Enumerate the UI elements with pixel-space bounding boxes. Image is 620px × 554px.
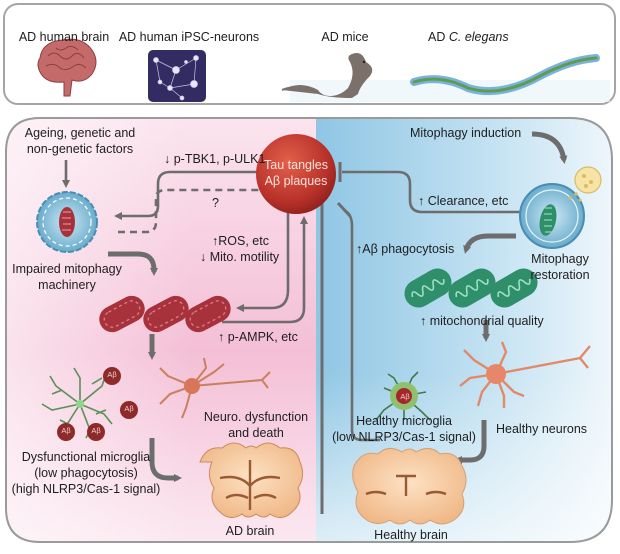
- healthy-neuron-icon: [459, 341, 591, 408]
- impaired-mitophagy-line2: machinery: [38, 278, 96, 292]
- model-label-mice: AD mice: [321, 30, 369, 44]
- healthy-neurons-label: Healthy neurons: [496, 422, 588, 436]
- model-label-human-brain: AD human brain: [18, 30, 110, 44]
- dysfunctional-microglia-line3: (high NLRP3/Cas-1 signal): [11, 482, 161, 496]
- dysfunctional-microglia-line2: (low phagocytosis): [34, 466, 138, 480]
- main-panel-border: [5, 117, 613, 543]
- ad-brain-icon: [199, 442, 304, 518]
- human-brain-icon: [37, 38, 97, 97]
- ad-brain-label: AD brain: [225, 524, 275, 538]
- healthy-arrows: [336, 131, 568, 464]
- healthy-microglia-icon: [375, 371, 431, 421]
- impaired-mitophagy-cell-icon: [36, 191, 98, 253]
- abeta-label: Aβ: [400, 392, 410, 401]
- healthy-brain-icon: [352, 448, 467, 525]
- ampk-label: ↑ p-AMPK, etc: [218, 330, 298, 344]
- ad-arrows: [62, 160, 308, 482]
- cause-line2: non-genetic factors: [26, 142, 134, 156]
- abeta-label: Aβ: [91, 426, 101, 435]
- model-label-c-elegans-prefix: AD: [428, 30, 449, 44]
- tau-tangles-label: Tau tangles: [264, 158, 328, 172]
- abeta-label: Aβ: [124, 404, 134, 413]
- healthy-microglia-line2: (low NLRP3/Cas-1 signal): [332, 430, 476, 444]
- model-label-c-elegans-species: C. elegans: [448, 30, 509, 44]
- abeta-label: Aβ: [61, 426, 71, 435]
- model-label-ipsc-neurons: AD human iPSC-neurons: [118, 30, 260, 44]
- mitochondrial-quality-label: ↑ mitochondrial quality: [420, 314, 544, 328]
- abeta-label: Aβ: [107, 370, 117, 379]
- neuro-dysfunction-line2: and death: [228, 426, 284, 440]
- dysfunctional-microglia-line1: Dysfunctional microglia: [21, 450, 151, 464]
- neuro-dysfunction-line1: Neuro. dysfunction: [203, 410, 309, 424]
- mouse-icon: [281, 53, 373, 98]
- healthy-brain-label: Healthy brain: [374, 528, 448, 542]
- healthy-microglia-line1: Healthy microglia: [356, 414, 452, 428]
- ros-label: ↑ROS, etc: [212, 234, 269, 248]
- tau-plaques-circle: [256, 134, 336, 214]
- damaged-mitochondria-icon: [99, 295, 231, 333]
- healthy-mitochondria-icon: [404, 268, 538, 308]
- neuron-network-icon: [148, 50, 206, 102]
- mitophagy-induction-label: Mitophagy induction: [410, 126, 522, 140]
- mitophagy-restoration-cell-icon: [519, 166, 602, 249]
- tbk1-ulk1-label: ↓ p-TBK1, p-ULK1: [164, 152, 266, 166]
- abeta-phagocytosis-label: ↑Aβ phagocytosis: [356, 242, 455, 256]
- ad-neuron-icon: [159, 357, 271, 419]
- clearance-label: ↑ Clearance, etc: [418, 194, 509, 208]
- abeta-plaques-label: Aβ plaques: [264, 174, 328, 188]
- model-label-c-elegans: AD C. elegans: [428, 30, 509, 45]
- amyloid-beta-blobs: [57, 367, 138, 441]
- unknown-pathway-label: ?: [212, 196, 219, 210]
- impaired-mitophagy-line1: Impaired mitophagy: [12, 262, 122, 276]
- mito-motility-label: ↓ Mito. motility: [200, 250, 280, 264]
- cause-line1: Ageing, genetic and: [24, 126, 136, 140]
- mitophagy-restoration-line1: Mitophagy: [531, 252, 589, 266]
- mitophagy-restoration-line2: restoration: [530, 268, 590, 282]
- worm-icon: [410, 54, 600, 96]
